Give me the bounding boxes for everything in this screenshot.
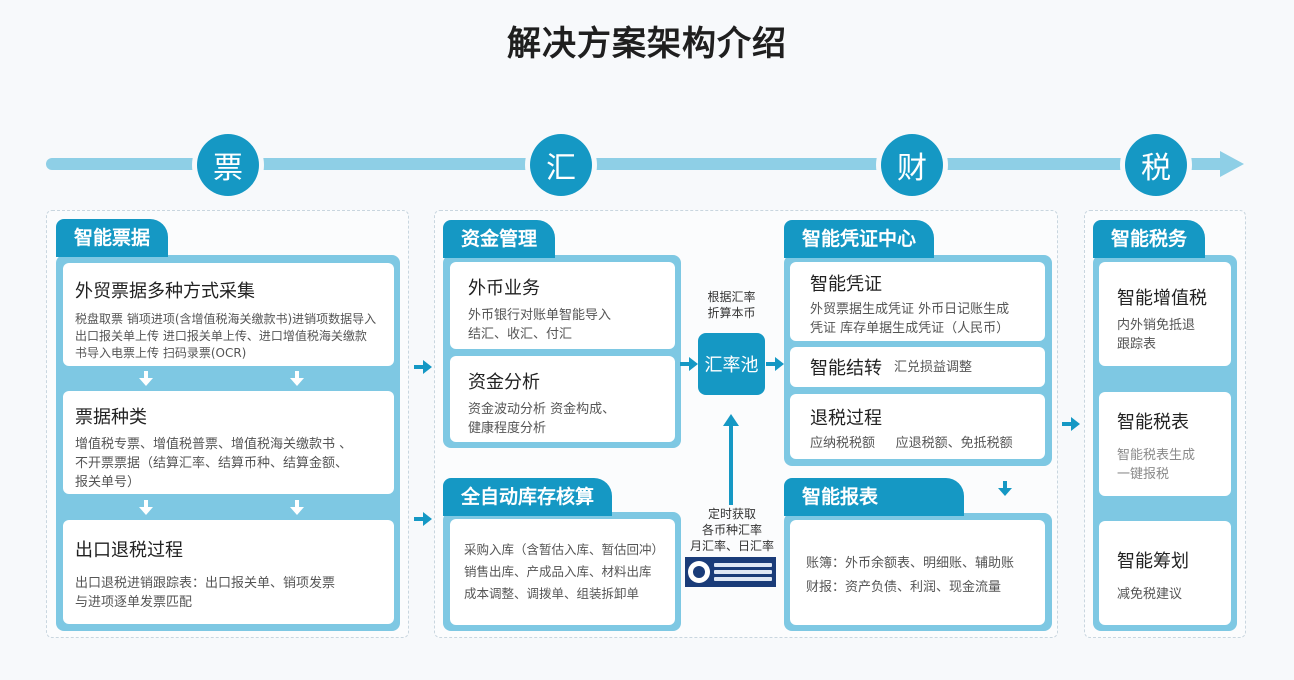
card-text: 账簿：外币余额表、明细账、辅助账 [806,556,1015,571]
down-arrow-icon [290,371,304,387]
card-text: 销售出库、产成品入库、材料出库 [464,564,652,579]
card-text: 智能税表生成 [1117,448,1196,463]
card-text: 资金波动分析 资金构成、 [468,402,616,417]
note-line: 折算本币 [707,306,756,320]
fund-card-fx: 外币业务 外币银行对账单智能导入 结汇、收汇、付汇 [450,262,675,349]
card-heading: 智能凭证 [810,274,882,295]
voucher-tab: 智能凭证中心 [784,220,935,258]
report-card: 账簿：外币余额表、明细账、辅助账 财报：资产负债、利润、现金流量 [790,520,1045,625]
card-text: 与进项逐单发票匹配 [75,595,193,610]
up-arrow-icon [723,414,739,426]
tax-card-vat: 智能增值税 内外销免抵退 跟踪表 [1099,262,1231,366]
card-text: 不开票票据（结算汇率、结算币种、结算金额、 [75,456,349,471]
cfets-logo-icon [688,561,710,583]
right-arrow-icon [414,512,432,526]
exchange-rate-pool: 汇率池 [698,333,765,395]
card-heading: 退税过程 [810,408,882,429]
card-heading: 智能增值税 [1117,288,1207,309]
pool-note-top: 根据汇率 折算本币 [698,289,765,321]
card-text: 书导入电票上传 扫码录票(OCR) [75,346,247,360]
down-arrow-icon [998,481,1012,497]
ticket-tab: 智能票据 [56,219,169,257]
card-text: 税盘取票 销项进项(含增值税海关缴款书)进销项数据导入 [75,312,377,326]
down-arrow-icon [139,371,153,387]
tax-tab: 智能税务 [1093,220,1206,258]
stage-node-exchange: 汇 [530,134,592,196]
card-text: 成本调整、调拨单、组装拆卸单 [464,586,640,601]
card-heading: 资金分析 [468,372,540,393]
note-line: 根据汇率 [707,290,756,304]
card-text: 增值税专票、增值税普票、增值税海关缴款书 、 [75,437,353,452]
inventory-tab: 全自动库存核算 [443,478,613,516]
pool-connector-line [729,425,733,505]
cfets-logo-wordmark [714,560,772,584]
card-text: 出口报关单上传 进口报关单上传、进口增值税海关缴款 [75,329,367,343]
page-title: 解决方案架构介绍 [507,24,787,64]
note-line: 各币种汇率 [701,523,762,537]
cfets-logo [685,557,776,587]
stage-node-tax: 税 [1125,134,1187,196]
tax-card-planning: 智能筹划 减免税建议 [1099,521,1231,625]
card-text: 结汇、收汇、付汇 [468,327,573,342]
card-text: 凭证 库存单据生成凭证（人民币） [810,321,1010,336]
card-text: 健康程度分析 [468,421,547,436]
voucher-card-refund: 退税过程 应纳税税额 应退税额、免抵税额 [790,394,1045,459]
timeline-arrow-icon [1220,151,1244,177]
pool-note-bottom: 定时获取 各币种汇率 月汇率、日汇率 [676,506,788,554]
down-arrow-icon [290,500,304,516]
card-text: 采购入库（含暂估入库、暂估回冲） [464,542,665,557]
card-text: 汇兑损益调整 [894,359,973,375]
voucher-card-carry: 智能结转 汇兑损益调整 [790,347,1045,387]
card-heading: 外贸票据多种方式采集 [75,281,255,302]
card-heading: 外币业务 [468,278,540,299]
right-arrow-icon [1062,417,1080,431]
card-text: 报关单号） [75,475,141,490]
tax-card-forms: 智能税表 智能税表生成 一键报税 [1099,392,1231,496]
right-arrow-icon [414,360,432,374]
stage-node-finance: 财 [881,134,943,196]
inventory-card: 采购入库（含暂估入库、暂估回冲） 销售出库、产成品入库、材料出库 成本调整、调拨… [450,519,675,625]
voucher-card-smart: 智能凭证 外贸票据生成凭证 外币日记账生成 凭证 库存单据生成凭证（人民币） [790,262,1045,341]
card-text: 跟踪表 [1117,337,1157,352]
stage-node-ticket: 票 [197,134,259,196]
card-text: 出口退税进销跟踪表：出口报关单、销项发票 [75,576,336,591]
card-heading: 智能税表 [1117,412,1189,433]
ticket-card-types: 票据种类 增值税专票、增值税普票、增值税海关缴款书 、 不开票票据（结算汇率、结… [63,391,394,494]
card-text: 一键报税 [1117,467,1170,482]
card-heading: 智能筹划 [1117,551,1189,572]
note-line: 月汇率、日汇率 [689,539,774,553]
card-text: 财报：资产负债、利润、现金流量 [806,580,1002,595]
right-arrow-icon [680,357,698,371]
ticket-card-collect: 外贸票据多种方式采集 税盘取票 销项进项(含增值税海关缴款书)进销项数据导入 出… [63,263,394,366]
report-tab: 智能报表 [784,478,964,516]
right-arrow-icon [766,357,784,371]
fund-card-analysis: 资金分析 资金波动分析 资金构成、 健康程度分析 [450,356,675,442]
card-text: 应纳税税额 应退税额、免抵税额 [810,436,1013,451]
card-text: 减免税建议 [1117,587,1183,602]
card-heading: 票据种类 [75,407,147,428]
fund-tab: 资金管理 [443,220,556,258]
card-text: 外币银行对账单智能导入 [468,308,612,323]
card-heading: 智能结转 [810,358,882,379]
card-heading: 出口退税过程 [75,540,183,561]
card-text: 外贸票据生成凭证 外币日记账生成 [810,302,1010,317]
ticket-card-refund: 出口退税过程 出口退税进销跟踪表：出口报关单、销项发票 与进项逐单发票匹配 [63,520,394,624]
card-text: 内外销免抵退 [1117,318,1196,333]
note-line: 定时获取 [707,507,756,521]
down-arrow-icon [139,500,153,516]
